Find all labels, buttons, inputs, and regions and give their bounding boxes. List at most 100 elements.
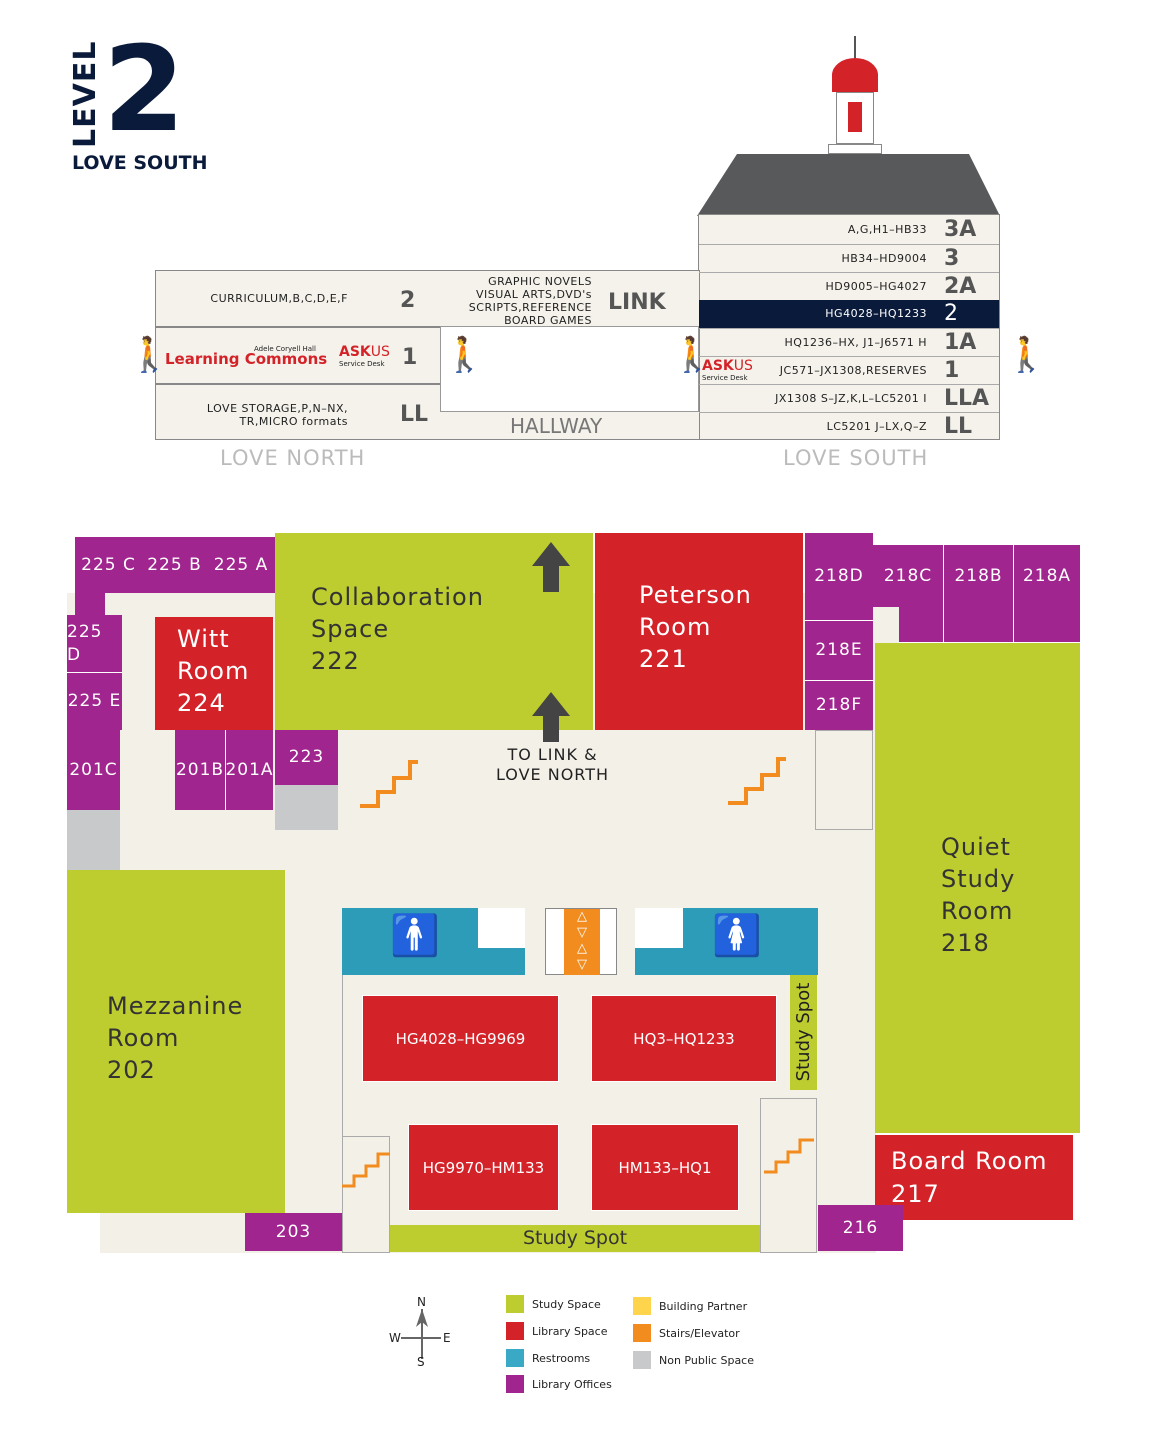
stairs-icon [728,757,786,805]
level-code: 1A [944,330,977,355]
legend-label: Library Space [532,1324,608,1338]
elevator-arrows-icon: △▽△▽ [564,909,600,975]
peterson-room-221: Peterson Room 221 [595,533,803,730]
to-link-label: TO LINK & LOVE NORTH [495,745,610,784]
compass-n: N [417,1295,426,1309]
room-225d: 225 D [67,615,122,672]
woman-icon: 🚺 [712,913,762,959]
room-218e: 218E [805,620,873,680]
level-code: 3 [944,246,960,271]
stack-hg4028-hg9969: HG4028–HG9969 [362,995,559,1082]
level-code: 2A [944,274,977,299]
room-223: 223 [275,730,338,785]
arrow-up-icon [532,692,570,742]
legend-item: Non Public Space [633,1351,754,1369]
askus-sub: Service Desk [702,374,748,382]
compass-w: W [389,1331,401,1345]
study-spot-vertical-label: Study Spot [793,982,814,1082]
love-south-label: LOVE SOUTH [783,446,929,470]
room-218d: 218D [805,533,873,620]
learning-commons: Learning Commons [165,350,328,368]
man-icon: 🚹 [390,913,440,959]
call-number-range: HD9005–HG4027 [825,280,927,293]
askus-ask: ASK [702,358,734,374]
stack-hg9970-hm133: HG9970–HM133 [408,1124,559,1211]
legend-item: Restrooms [506,1349,590,1367]
walking-person-icon: 🚶 [671,335,714,375]
askus-us: US [733,358,753,374]
compass: N S W E [385,1295,455,1370]
room-218f: 218F [805,680,873,730]
room-201c: 201C [67,730,120,810]
call-number-range: HQ1236–HX, J1–J6571 H [784,336,927,349]
link-desc: GRAPHIC NOVELS VISUAL ARTS,DVD's SCRIPTS… [440,275,592,327]
legend-item: Library Offices [506,1375,612,1393]
north-row-2-level: 2 [400,288,416,313]
arrow-up-icon [532,542,570,592]
level-number: 2 [103,20,186,158]
north-row-ll-desc: LOVE STORAGE,P,N–NX, TR,MICRO formats [206,402,348,428]
room-225b: 225 B [142,537,207,593]
compass-s: S [417,1355,425,1369]
call-number-row: HG4028–HQ1233 2 [699,300,999,328]
non-public-space [275,785,338,830]
room-225c: 225 C [75,537,142,593]
board-room-217: Board Room 217 [875,1135,1073,1220]
room-201b: 201B [175,730,225,810]
walking-person-icon: 🚶 [1005,335,1048,375]
link-desc-line: VISUAL ARTS,DVD's [475,288,592,301]
legend-label: Building Partner [659,1299,748,1313]
legend-label: Study Space [532,1297,601,1311]
legend-item: Library Space [506,1322,607,1340]
legend-swatch [633,1324,651,1342]
call-number-range: JX1308 S–JZ,K,L–LC5201 I [775,392,927,405]
level-code: LL [944,414,973,439]
hallway [440,326,699,412]
link-desc-line: SCRIPTS,REFERENCE [468,301,592,314]
legend-swatch [506,1375,524,1393]
learning-commons-small: Adele Coryell Hall [254,345,316,353]
call-number-range: A,G,H1–HB33 [847,223,927,236]
call-number-range: JC571–JX1308,RESERVES [779,364,927,377]
room-216: 216 [818,1205,903,1251]
stairs-icon [360,760,418,808]
page-subtitle: LOVE SOUTH [72,152,208,174]
hallway-label: HALLWAY [510,414,603,438]
study-spot-vertical [790,975,817,1090]
quiet-study-room-218: Quiet Study Room 218 [875,643,1080,1133]
room-225a: 225 A [207,537,275,593]
legend-label: Library Offices [532,1377,612,1391]
call-number-row: A,G,H1–HB33 3A [699,216,999,244]
north-row-1-level: 1 [402,345,418,370]
legend-item: Building Partner [633,1297,747,1315]
askus-us: US [370,344,390,360]
north-row-ll-level: LL [400,402,429,427]
call-number-range: HB34–HD9004 [841,252,927,265]
level-code: 2 [944,301,958,326]
elevator: △▽△▽ [545,908,617,975]
link-desc-line: BOARD GAMES [504,314,592,327]
compass-e: E [443,1331,451,1345]
legend-swatch [633,1351,651,1369]
room-218b: 218B [943,545,1013,642]
call-number-range: HG4028–HQ1233 [825,307,927,320]
level-code: 3A [944,217,977,242]
call-number-row: HD9005–HG4027 2A [699,272,999,300]
study-spot-horizontal: Study Spot [390,1225,760,1252]
call-number-row: HQ1236–HX, J1–J6571 H 1A [699,328,999,356]
legend-swatch [506,1295,524,1313]
link-label: LINK [608,290,666,315]
stairs-icon [764,1138,814,1174]
north-row-2-desc: CURRICULUM,B,C,D,E,F [210,292,348,305]
walking-person-icon: 🚶 [443,335,486,375]
room-201a: 201A [225,730,273,810]
legend-item: Stairs/Elevator [633,1324,740,1342]
love-north-label: LOVE NORTH [220,446,366,470]
stack-hq3-hq1233: HQ3–HQ1233 [591,995,777,1082]
mezzanine-room-202: Mezzanine Room 202 [67,870,285,1213]
room-203: 203 [245,1213,342,1251]
legend-label: Restrooms [532,1351,591,1365]
